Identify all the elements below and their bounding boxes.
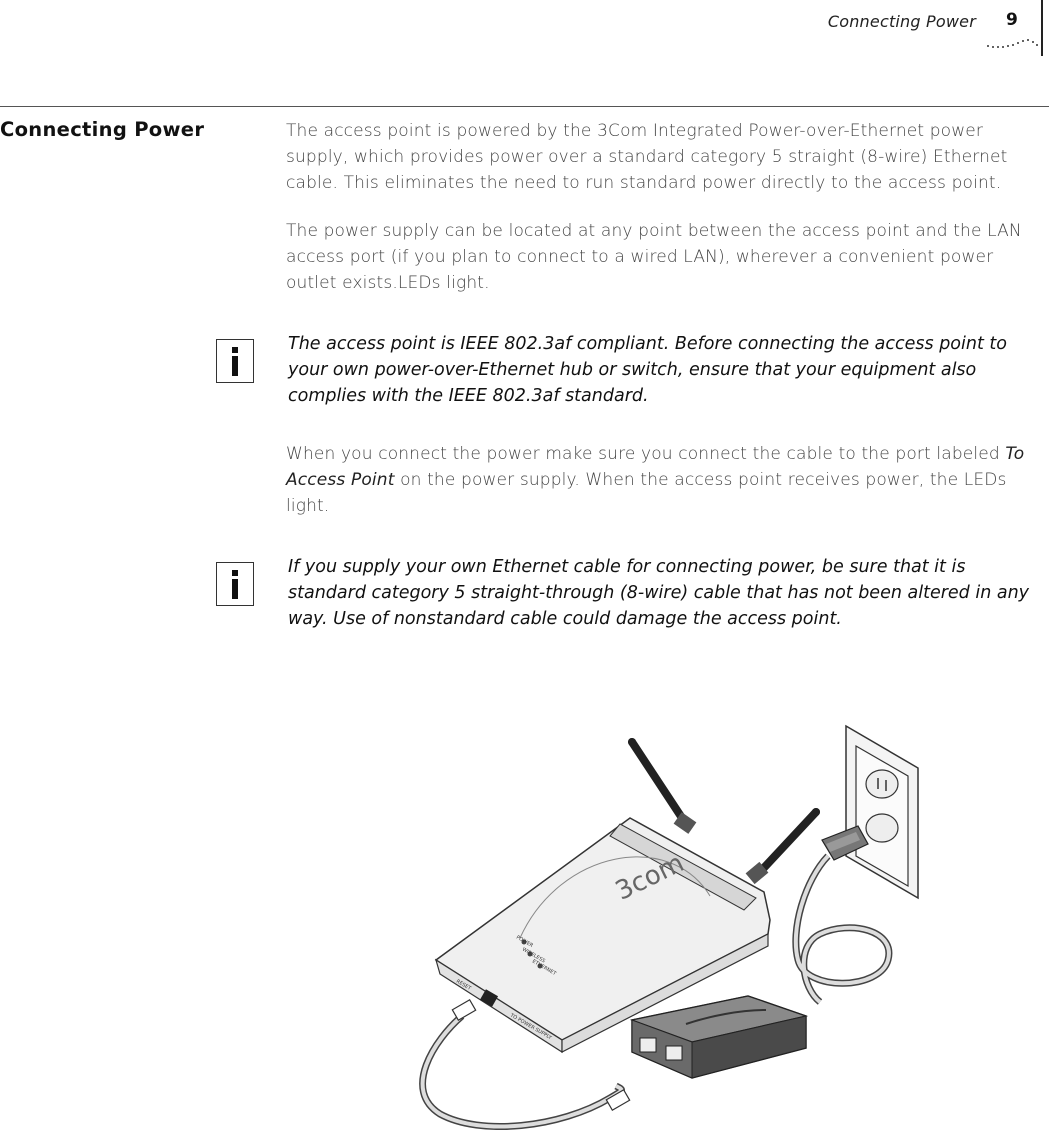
power-supply: [629, 995, 809, 1079]
paragraph-connect: When you connect the power make sure you…: [286, 441, 1048, 519]
antenna-left: [628, 738, 697, 834]
access-point: 3com POWER WIRELESS ETHERNET RESET TO PO…: [434, 817, 771, 1054]
port-label-emphasis: To Access Point: [286, 444, 1025, 490]
section-divider: [0, 106, 1049, 107]
antenna-right: [745, 808, 820, 885]
wall-outlet: [845, 724, 919, 900]
corner-rule: [1041, 0, 1043, 56]
power-connection-illustration: 3com POWER WIRELESS ETHERNET RESET TO PO…: [419, 724, 919, 1130]
paragraph-connect-text-start: When you connect the power make sure you…: [286, 444, 1006, 464]
corner-dots-decoration: [987, 39, 1038, 48]
running-head-title: Connecting Power: [827, 12, 976, 31]
page-number: 9: [1006, 10, 1018, 30]
paragraph-location: The power supply can be located at any p…: [286, 221, 1022, 293]
info-icon: [216, 339, 254, 383]
note-cable-warning: If you supply your own Ethernet cable fo…: [288, 557, 1030, 629]
section-title: Connecting Power: [0, 118, 205, 141]
info-icon: [216, 562, 254, 606]
note-ieee-compliance: The access point is IEEE 802.3af complia…: [288, 334, 1007, 406]
paragraph-connect-text-end: on the power supply. When the access poi…: [286, 470, 1007, 516]
paragraph-intro: The access point is powered by the 3Com …: [286, 121, 1008, 193]
power-plug: [821, 825, 869, 861]
